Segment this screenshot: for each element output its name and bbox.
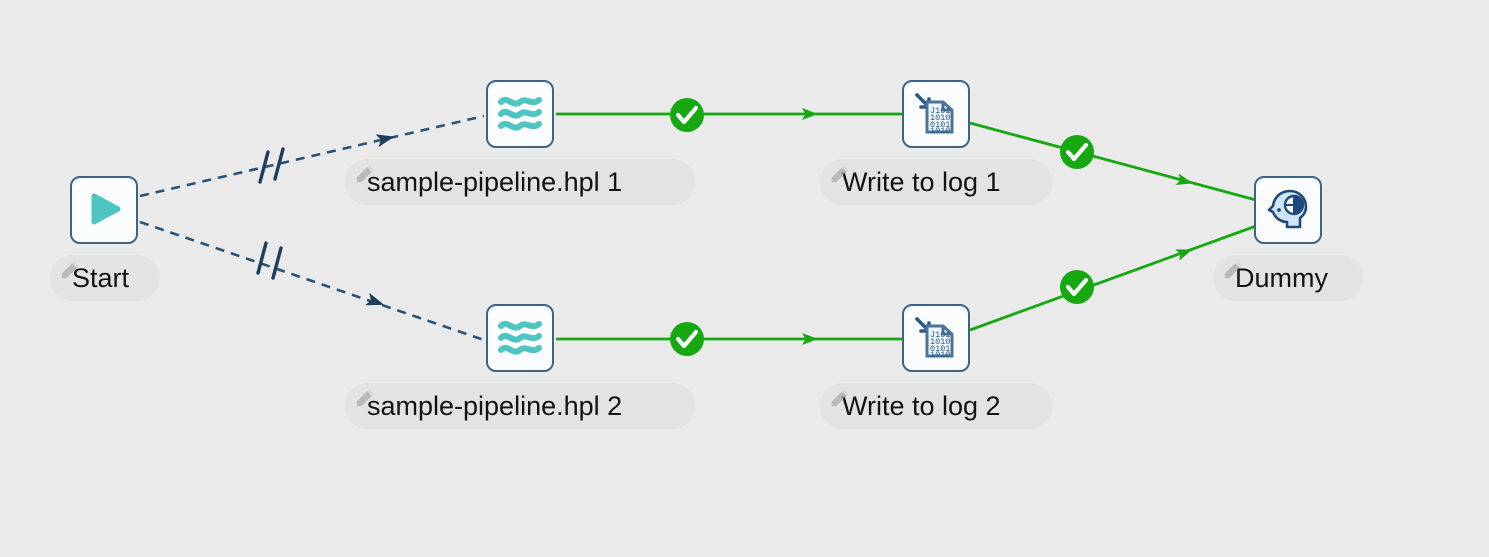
svg-text:1010: 1010 bbox=[930, 350, 950, 360]
pencil-icon bbox=[1224, 261, 1242, 279]
success-check-icon bbox=[670, 98, 704, 132]
label-text: sample-pipeline.hpl 1 bbox=[367, 166, 623, 197]
label-write-to-log-1[interactable]: Write to log 1 bbox=[820, 159, 1052, 205]
pencil-icon bbox=[356, 389, 374, 407]
dummy-head-icon bbox=[1263, 185, 1313, 235]
svg-text:0101: 0101 bbox=[930, 344, 950, 354]
parallel-hop-icon bbox=[256, 241, 283, 280]
pipeline-waves-icon bbox=[495, 89, 545, 139]
svg-text:J101: J101 bbox=[930, 106, 950, 116]
pencil-icon bbox=[831, 165, 849, 183]
edge-writelog2-to-dummy[interactable] bbox=[969, 224, 1257, 332]
play-icon bbox=[82, 188, 126, 232]
pencil-icon bbox=[61, 261, 79, 279]
success-check-icon bbox=[1060, 270, 1094, 304]
svg-text:1010: 1010 bbox=[930, 337, 950, 347]
label-text: Write to log 2 bbox=[842, 390, 1001, 421]
pencil-icon bbox=[356, 165, 374, 183]
pipeline-waves-icon bbox=[495, 313, 545, 363]
label-write-to-log-2[interactable]: Write to log 2 bbox=[820, 383, 1052, 429]
write-to-log-icon: J101 1010 0101 1010 bbox=[910, 312, 962, 364]
node-dummy[interactable] bbox=[1254, 176, 1322, 244]
label-pipeline2[interactable]: sample-pipeline.hpl 2 bbox=[345, 383, 695, 429]
node-write-to-log-1[interactable]: J101 1010 0101 1010 bbox=[902, 80, 970, 148]
success-check-icon bbox=[1060, 135, 1094, 169]
label-text: Write to log 1 bbox=[842, 166, 1001, 197]
label-text: Dummy bbox=[1235, 262, 1328, 293]
node-write-to-log-2[interactable]: J101 1010 0101 1010 bbox=[902, 304, 970, 372]
edge-start-to-pipeline1[interactable] bbox=[139, 114, 485, 198]
node-start[interactable] bbox=[70, 176, 138, 244]
svg-text:0101: 0101 bbox=[930, 120, 950, 130]
label-dummy[interactable]: Dummy bbox=[1213, 255, 1363, 301]
svg-text:J101: J101 bbox=[930, 330, 950, 340]
edge-writelog1-to-dummy[interactable] bbox=[969, 121, 1257, 202]
label-text: sample-pipeline.hpl 2 bbox=[367, 390, 623, 421]
success-check-icon bbox=[670, 322, 704, 356]
edge-pipeline2-to-writelog2[interactable] bbox=[556, 322, 902, 356]
label-pipeline1[interactable]: sample-pipeline.hpl 1 bbox=[345, 159, 695, 205]
write-to-log-icon: J101 1010 0101 1010 bbox=[910, 88, 962, 140]
edge-start-to-pipeline2[interactable] bbox=[139, 220, 485, 342]
label-start[interactable]: Start bbox=[50, 255, 160, 301]
pencil-icon bbox=[831, 389, 849, 407]
parallel-hop-icon bbox=[258, 147, 285, 184]
node-pipeline1[interactable] bbox=[486, 80, 554, 148]
label-text: Start bbox=[72, 262, 130, 293]
svg-text:1010: 1010 bbox=[930, 126, 950, 136]
node-pipeline2[interactable] bbox=[486, 304, 554, 372]
svg-text:1010: 1010 bbox=[930, 113, 950, 123]
edge-pipeline1-to-writelog1[interactable] bbox=[556, 98, 902, 132]
